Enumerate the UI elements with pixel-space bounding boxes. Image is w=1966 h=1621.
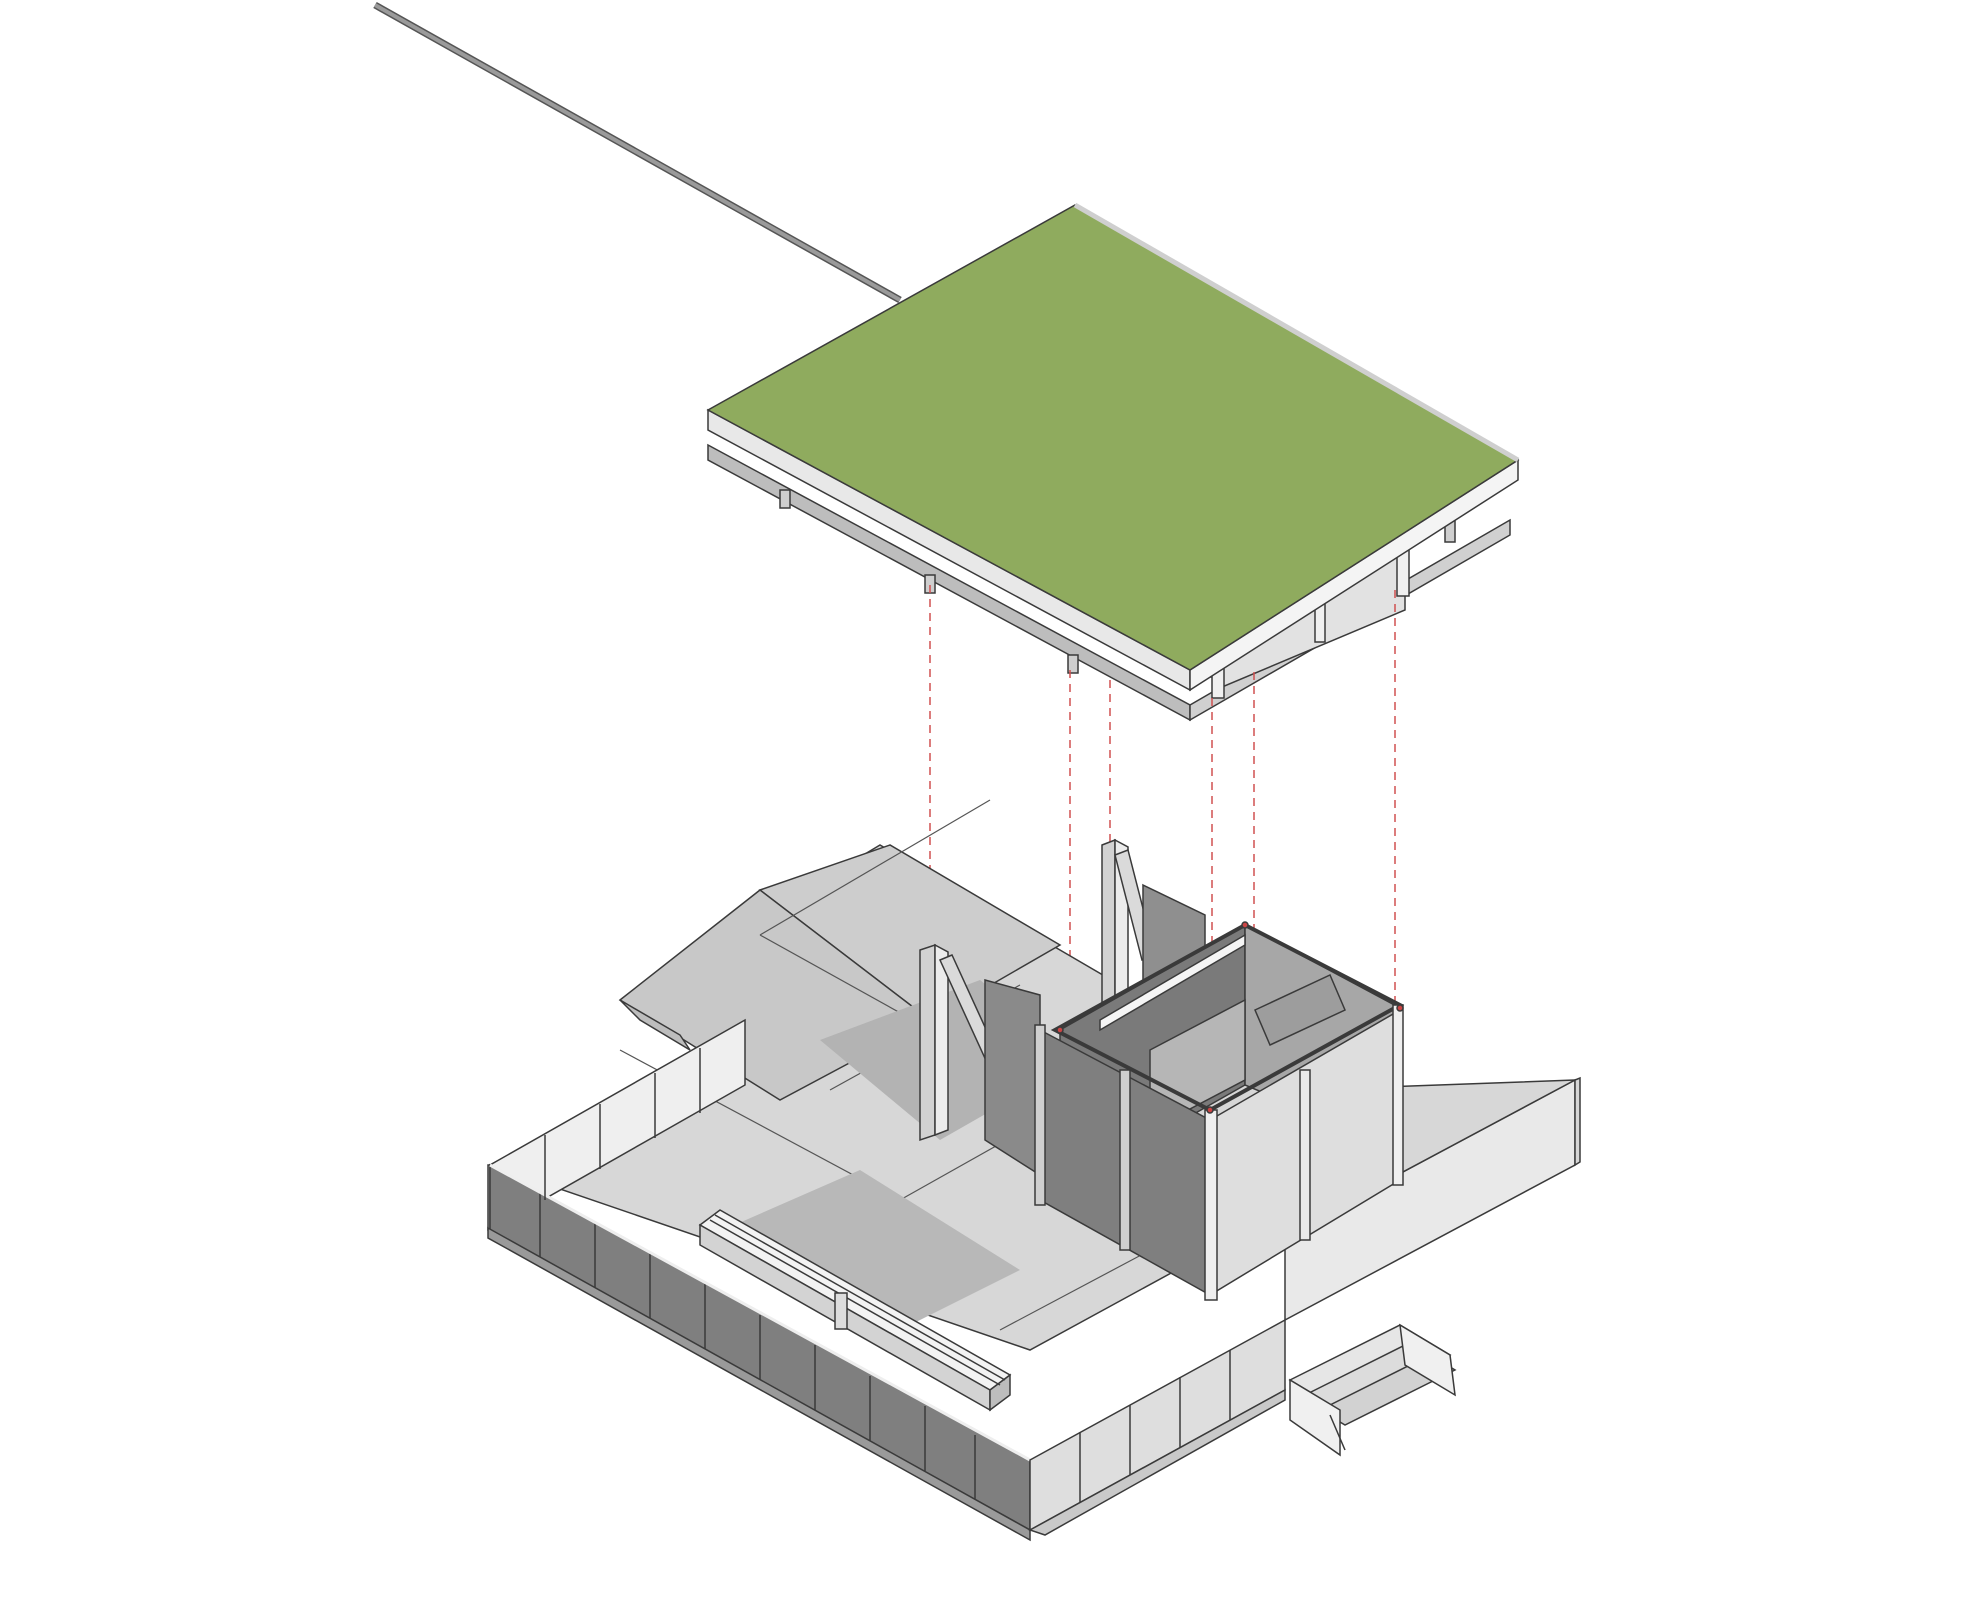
ramp (1028, 1388, 1286, 1536)
steps (1288, 1323, 1457, 1457)
roof-assembly (706, 202, 1520, 722)
perimeter-railing (487, 1018, 1031, 1542)
core-box (1034, 921, 1405, 1301)
cable-line (373, 1, 902, 304)
bench (698, 1209, 1012, 1412)
ramp-railing (1028, 1318, 1286, 1536)
